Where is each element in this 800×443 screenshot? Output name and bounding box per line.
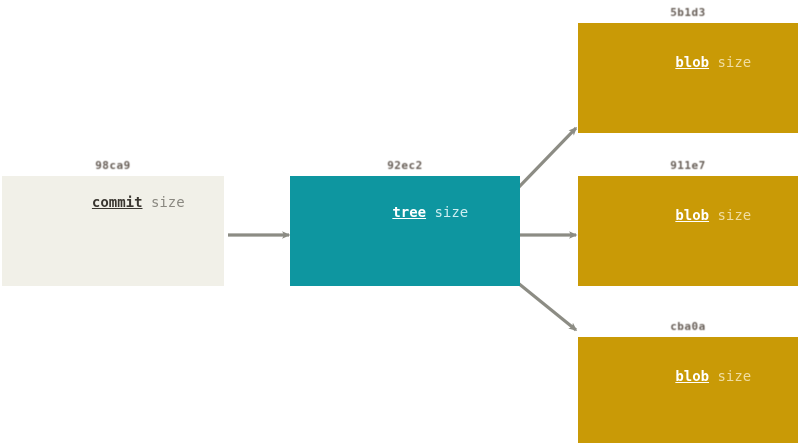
- tree-node[interactable]: tree size blob 5b1d3 README blob 911e7 L…: [290, 176, 520, 286]
- commit-node-header: commit size: [2, 176, 224, 230]
- blob-test-content: require 'logger' require 'test/unit' cla…: [578, 417, 798, 443]
- blob-size-label: size: [717, 369, 752, 385]
- commit-type-label: commit: [91, 195, 143, 211]
- blob-test-hash-label: cba0a: [670, 320, 706, 333]
- blob-type-label: blob: [675, 208, 710, 224]
- commit-node[interactable]: commit size tree92ec2 authorScott commit…: [2, 176, 224, 286]
- blob-readme-header: blob size: [578, 36, 798, 90]
- tree-entries: blob 5b1d3 README blob 911e7 LICENSE blo…: [290, 241, 520, 286]
- commit-hash-label: 98ca9: [95, 159, 131, 172]
- tree-type-label: tree: [392, 205, 427, 221]
- arrow-tree-to-blob-readme: [516, 126, 578, 190]
- arrow-tree-to-blob-test: [516, 281, 578, 332]
- commit-size-label: [143, 195, 151, 211]
- blob-readme-hash-label: 5b1d3: [670, 6, 706, 19]
- blob-license-content: The MIT License Copyright (c) 2008 Scott…: [578, 256, 798, 286]
- blob-license-node[interactable]: blob size The MIT License Copyright (c) …: [578, 176, 798, 286]
- blob-license-hash-label: 911e7: [670, 159, 706, 172]
- blob-license-header: blob size: [578, 189, 798, 243]
- blob-readme-content: == Testing library This library is used …: [578, 103, 798, 133]
- blob-test-node[interactable]: blob size require 'logger' require 'test…: [578, 337, 798, 443]
- blob-size-label: size: [717, 208, 752, 224]
- commit-fields: tree92ec2 authorScott committerScott: [2, 232, 224, 286]
- commit-field-row: tree92ec2: [2, 270, 224, 286]
- blob-size-label: size: [717, 55, 752, 71]
- tree-size-label: size: [434, 205, 469, 221]
- blob-test-header: blob size: [578, 350, 798, 404]
- blob-type-label: blob: [675, 55, 710, 71]
- blob-type-label: blob: [675, 369, 710, 385]
- tree-hash-label: 92ec2: [387, 159, 423, 172]
- commit-size-value: size: [150, 195, 185, 211]
- tree-entry-row: blob 5b1d3 README: [346, 279, 520, 286]
- blob-readme-node[interactable]: blob size == Testing library This librar…: [578, 23, 798, 133]
- tree-node-header: tree size: [290, 186, 520, 240]
